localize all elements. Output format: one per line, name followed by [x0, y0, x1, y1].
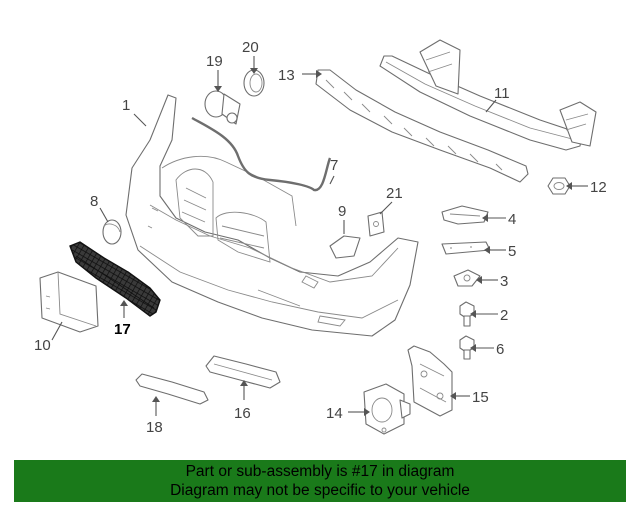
- grille-part-17: [69, 241, 161, 317]
- callout-14: 14: [326, 405, 343, 422]
- arrowhead-16: [240, 380, 248, 386]
- callout-13: 13: [278, 67, 295, 84]
- callout-6: 6: [496, 341, 504, 358]
- leader-11: [485, 99, 497, 113]
- arrowhead-13: [316, 70, 322, 78]
- arrowhead-14: [364, 408, 370, 416]
- leader-10: [51, 321, 63, 341]
- license-plate-bracket-part: [39, 271, 99, 333]
- callout-18: 18: [146, 419, 163, 436]
- arrowhead-5: [484, 246, 490, 254]
- callout-10: 10: [34, 337, 51, 354]
- callout-21: 21: [386, 185, 403, 202]
- callout-16: 16: [234, 405, 251, 422]
- callout-12: 12: [590, 179, 607, 196]
- callout-15: 15: [472, 389, 489, 406]
- arrowhead-19: [214, 86, 222, 92]
- bumper-cover-part: [125, 94, 419, 337]
- callout-8: 8: [90, 193, 98, 210]
- leader-8: [99, 207, 109, 223]
- leader-21: [379, 201, 393, 215]
- arrowhead-17: [120, 300, 128, 306]
- banner-line-1: Part or sub-assembly is #17 in diagram: [185, 463, 455, 480]
- callout-3: 3: [500, 273, 508, 290]
- sensor-bracket-part: [407, 345, 453, 417]
- info-banner: Part or sub-assembly is #17 in diagram D…: [14, 460, 626, 502]
- callout-4: 4: [508, 211, 516, 228]
- trim-strip-lower-part: [135, 373, 209, 405]
- callout-9: 9: [338, 203, 346, 220]
- callout-7: 7: [330, 157, 338, 174]
- callout-19: 19: [206, 53, 223, 70]
- arrowhead-3: [476, 276, 482, 284]
- arrowhead-2: [470, 310, 476, 318]
- callout-20: 20: [242, 39, 259, 56]
- energy-absorber-part: [315, 69, 529, 183]
- leader-1: [133, 113, 147, 127]
- arrowhead-18: [152, 396, 160, 402]
- small-bracket-part: [367, 211, 385, 237]
- parking-sensor-part: [204, 90, 241, 125]
- callout-1: 1: [122, 97, 130, 114]
- callout-2: 2: [500, 307, 508, 324]
- reinforcement-beam-part: [379, 39, 597, 151]
- arrowhead-20: [250, 68, 258, 74]
- callout-11: 11: [494, 85, 510, 102]
- leader-7: [329, 175, 335, 185]
- banner-line-2: Diagram may not be specific to your vehi…: [170, 482, 470, 499]
- callout-labels: 1 2 3 4 5 6 7 8 9 10 11 12 13 14 15 16 1…: [34, 39, 607, 436]
- wiring-harness-part: [191, 116, 332, 192]
- arrowhead-15: [450, 392, 456, 400]
- callout-17: 17: [114, 321, 131, 338]
- parts-diagram: 1 2 3 4 5 6 7 8 9 10 11 12 13 14 15 16 1…: [34, 39, 607, 436]
- arrowhead-12: [566, 182, 572, 190]
- arrowhead-4: [482, 214, 488, 222]
- guide-bracket-upper-part: [441, 205, 489, 225]
- guide-bracket-lower-part: [441, 241, 491, 255]
- tow-hook-cover-part: [329, 235, 361, 259]
- clip-part: [453, 269, 481, 287]
- leader-lines: [51, 56, 588, 416]
- trim-strip-upper-part: [205, 355, 281, 389]
- arrowheads: [120, 68, 572, 416]
- small-cover-part: [102, 219, 122, 245]
- callout-5: 5: [508, 243, 516, 260]
- radar-sensor-part: [363, 383, 411, 435]
- arrowhead-6: [470, 344, 476, 352]
